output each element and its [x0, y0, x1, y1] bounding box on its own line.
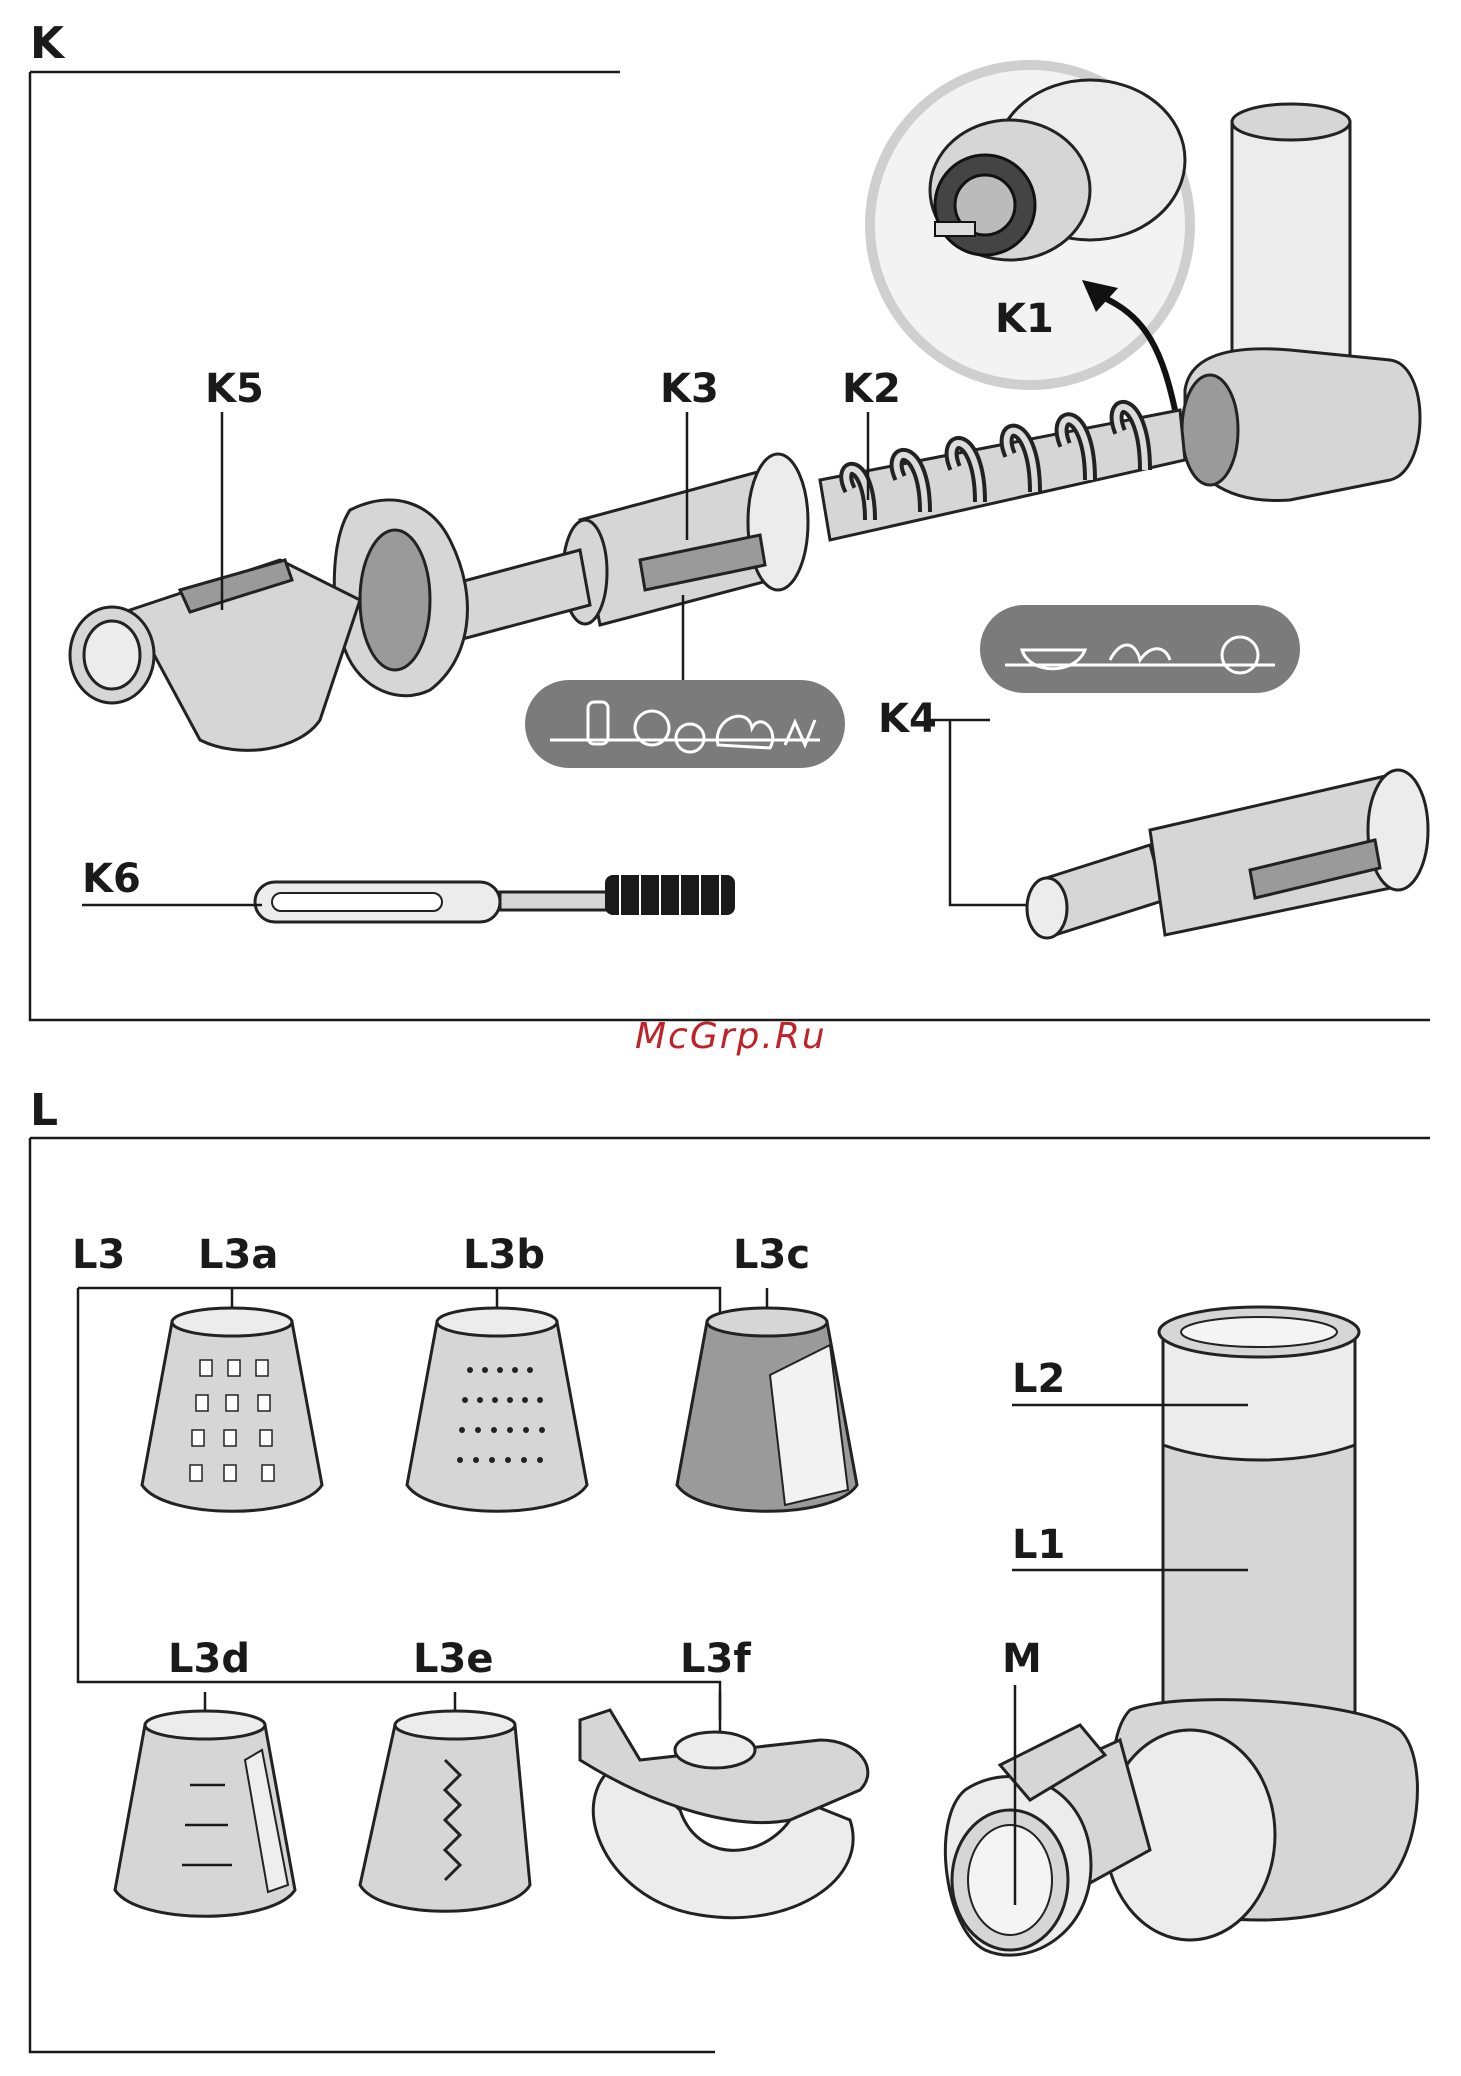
- shaft-and-nut: [334, 500, 590, 696]
- l3f-drum-holder: [580, 1710, 868, 1918]
- section-k-label: K: [30, 18, 66, 69]
- label-k4: K4: [878, 696, 937, 742]
- k6-cleaning-brush: [255, 875, 735, 922]
- k3-cylinder: [563, 454, 808, 625]
- label-m: M: [1002, 1636, 1042, 1682]
- k5-funnel: [70, 560, 360, 750]
- grinder-housing: [1182, 104, 1420, 500]
- label-l3f: L3f: [680, 1636, 751, 1682]
- label-k2: K2: [842, 366, 901, 412]
- l3c-drum-slicer: [677, 1308, 857, 1511]
- feed-tube-assembly: [1159, 1307, 1359, 1720]
- label-k6: K6: [82, 856, 141, 902]
- k4-cylinder: [1027, 770, 1428, 938]
- label-l3b: L3b: [463, 1232, 545, 1278]
- label-k5: K5: [205, 366, 264, 412]
- label-l3c: L3c: [733, 1232, 810, 1278]
- label-l1: L1: [1012, 1522, 1065, 1568]
- section-l-label: L: [30, 1085, 58, 1136]
- label-k1: K1: [995, 296, 1054, 342]
- l3b-drum-fine: [407, 1308, 587, 1511]
- watermark: McGrp.Ru: [635, 1016, 827, 1057]
- label-l3: L3: [72, 1232, 125, 1278]
- label-l3a: L3a: [198, 1232, 278, 1278]
- leader-k4: [930, 720, 1045, 905]
- spiral-screw: [820, 407, 1185, 540]
- k3-food-pill: [525, 680, 845, 768]
- k4-food-pill: [980, 605, 1300, 693]
- label-l3d: L3d: [168, 1636, 250, 1682]
- l3a-drum-coarse: [142, 1308, 322, 1511]
- label-l2: L2: [1012, 1356, 1065, 1402]
- l3e-drum-wavy: [360, 1711, 530, 1911]
- section-l-frame: [30, 1138, 715, 2052]
- label-l3e: L3e: [413, 1636, 493, 1682]
- label-k3: K3: [660, 366, 719, 412]
- l3d-drum-julienne: [115, 1711, 295, 1916]
